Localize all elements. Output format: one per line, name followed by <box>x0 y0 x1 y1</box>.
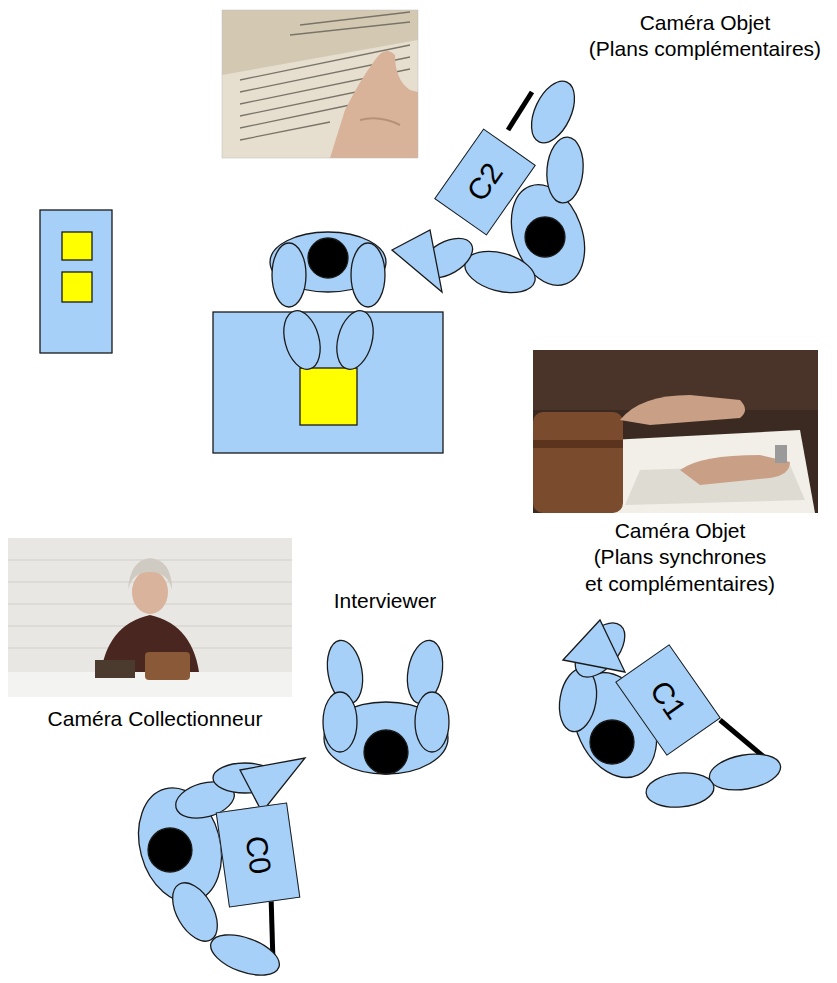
camera-label: C2 <box>460 157 510 208</box>
caption-label: Caméra Objet (Plans complémentaires) <box>580 10 830 63</box>
photo-book-closeup <box>222 10 418 158</box>
caption-label: Caméra Objet (Plans synchrones et complé… <box>545 518 815 597</box>
camera-operator <box>126 758 305 983</box>
object <box>62 232 92 260</box>
interviewer-figure <box>323 638 449 774</box>
camera-label: C0 <box>238 834 277 877</box>
side-table <box>40 210 112 353</box>
caption-label: Interviewer <box>310 588 460 614</box>
collector-figure <box>270 232 386 373</box>
object <box>300 368 357 425</box>
photo-hands-book <box>533 350 818 513</box>
camera-label: C1 <box>643 675 693 726</box>
caption-label: Caméra Collectionneur <box>5 706 305 732</box>
camera-operator <box>392 74 598 299</box>
object <box>62 272 92 302</box>
camera-body: C0 <box>216 802 301 907</box>
photo-collector <box>8 538 292 697</box>
camera-operator <box>555 614 784 810</box>
table <box>213 312 443 453</box>
